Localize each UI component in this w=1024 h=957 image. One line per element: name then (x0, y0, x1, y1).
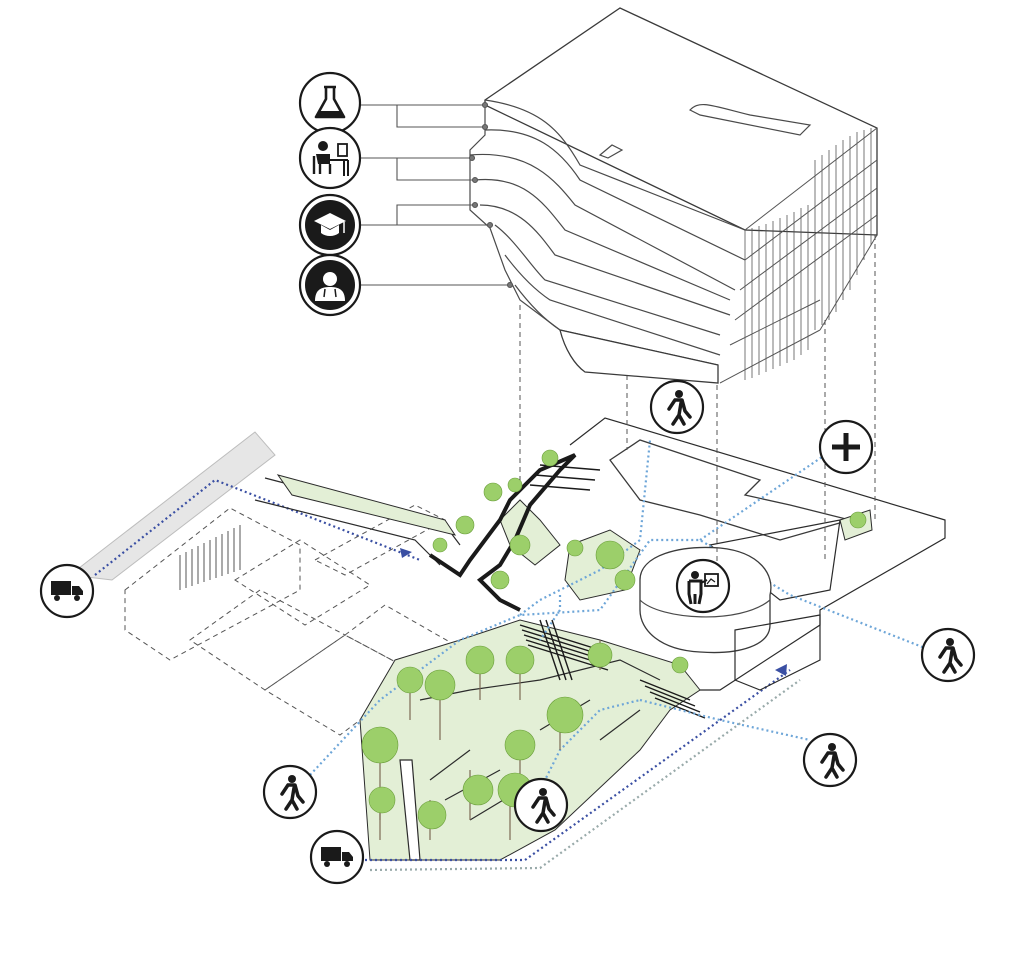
desk-worker-icon (298, 126, 362, 190)
access-road (68, 431, 276, 581)
service-route-left (94, 478, 421, 576)
plus-icon (818, 419, 874, 475)
truck-icon (309, 829, 365, 885)
graduation-cap-icon (298, 193, 362, 257)
pedestrian-icon (262, 764, 318, 820)
service-arrow (400, 548, 412, 558)
elevated-walkway (428, 453, 577, 612)
pedestrian-icon (920, 627, 976, 683)
tower-building (469, 7, 878, 384)
flask-icon (298, 71, 362, 135)
pedestrian-icon (649, 379, 705, 435)
pedestrian-icon (802, 732, 858, 788)
service-arrow (775, 664, 787, 676)
plaza-canopy (609, 439, 853, 541)
pedestrian-icon (513, 777, 569, 833)
truck-icon (39, 563, 95, 619)
presenter-icon (675, 558, 731, 614)
doctor-icon (298, 253, 362, 317)
program-leaders (360, 101, 514, 289)
trees (361, 449, 867, 840)
